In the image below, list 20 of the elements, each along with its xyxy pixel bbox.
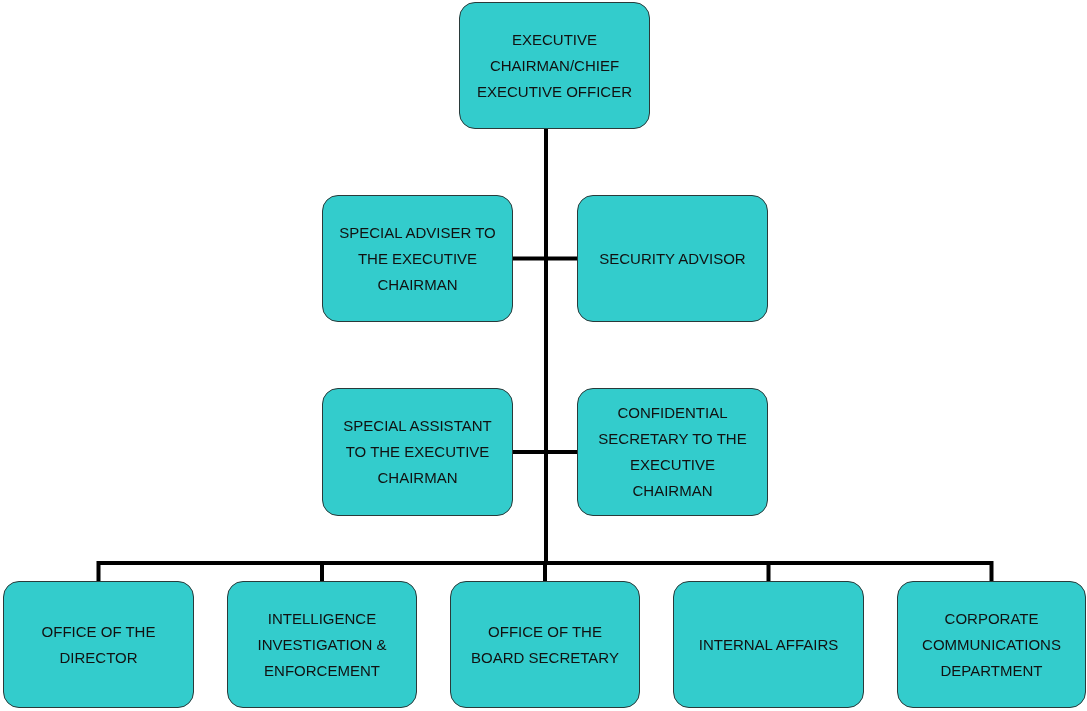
org-box (450, 581, 640, 708)
org-box (897, 581, 1086, 708)
org-box (322, 388, 513, 516)
box-label: SECURITY ADVISOR (599, 248, 746, 269)
org-box (673, 581, 864, 708)
box-label: OFFICE OF THE BOARD SECRETARY (470, 621, 620, 668)
box-label: CORPORATE COMMUNICATIONS DEPARTMENT (921, 608, 1062, 681)
box-label: OFFICE OF THE DIRECTOR (40, 621, 157, 668)
box-label: SPECIAL ASSISTANT TO THE EXECUTIVE CHAIRMAN (342, 416, 493, 488)
box-label: INTERNAL AFFAIRS (698, 634, 839, 655)
org-box (459, 2, 650, 129)
box-label: INTELLIGENCE INVESTIGATION & ENFORCEMENT (256, 608, 388, 681)
org-box (322, 195, 513, 322)
box-label: CONFIDENTIAL SECRETARY TO THE EXECUTIVE CHAIRMAN (597, 403, 748, 501)
org-box (3, 581, 194, 708)
org-box (227, 581, 417, 708)
box-label: EXECUTIVE CHAIRMAN/CHIEF EXECUTIVE OFFICER (476, 29, 633, 102)
box-label: SPECIAL ADVISER TO THE EXECUTIVE CHAIRMAN (338, 222, 497, 295)
org-box (577, 388, 768, 516)
org-box (577, 195, 768, 322)
